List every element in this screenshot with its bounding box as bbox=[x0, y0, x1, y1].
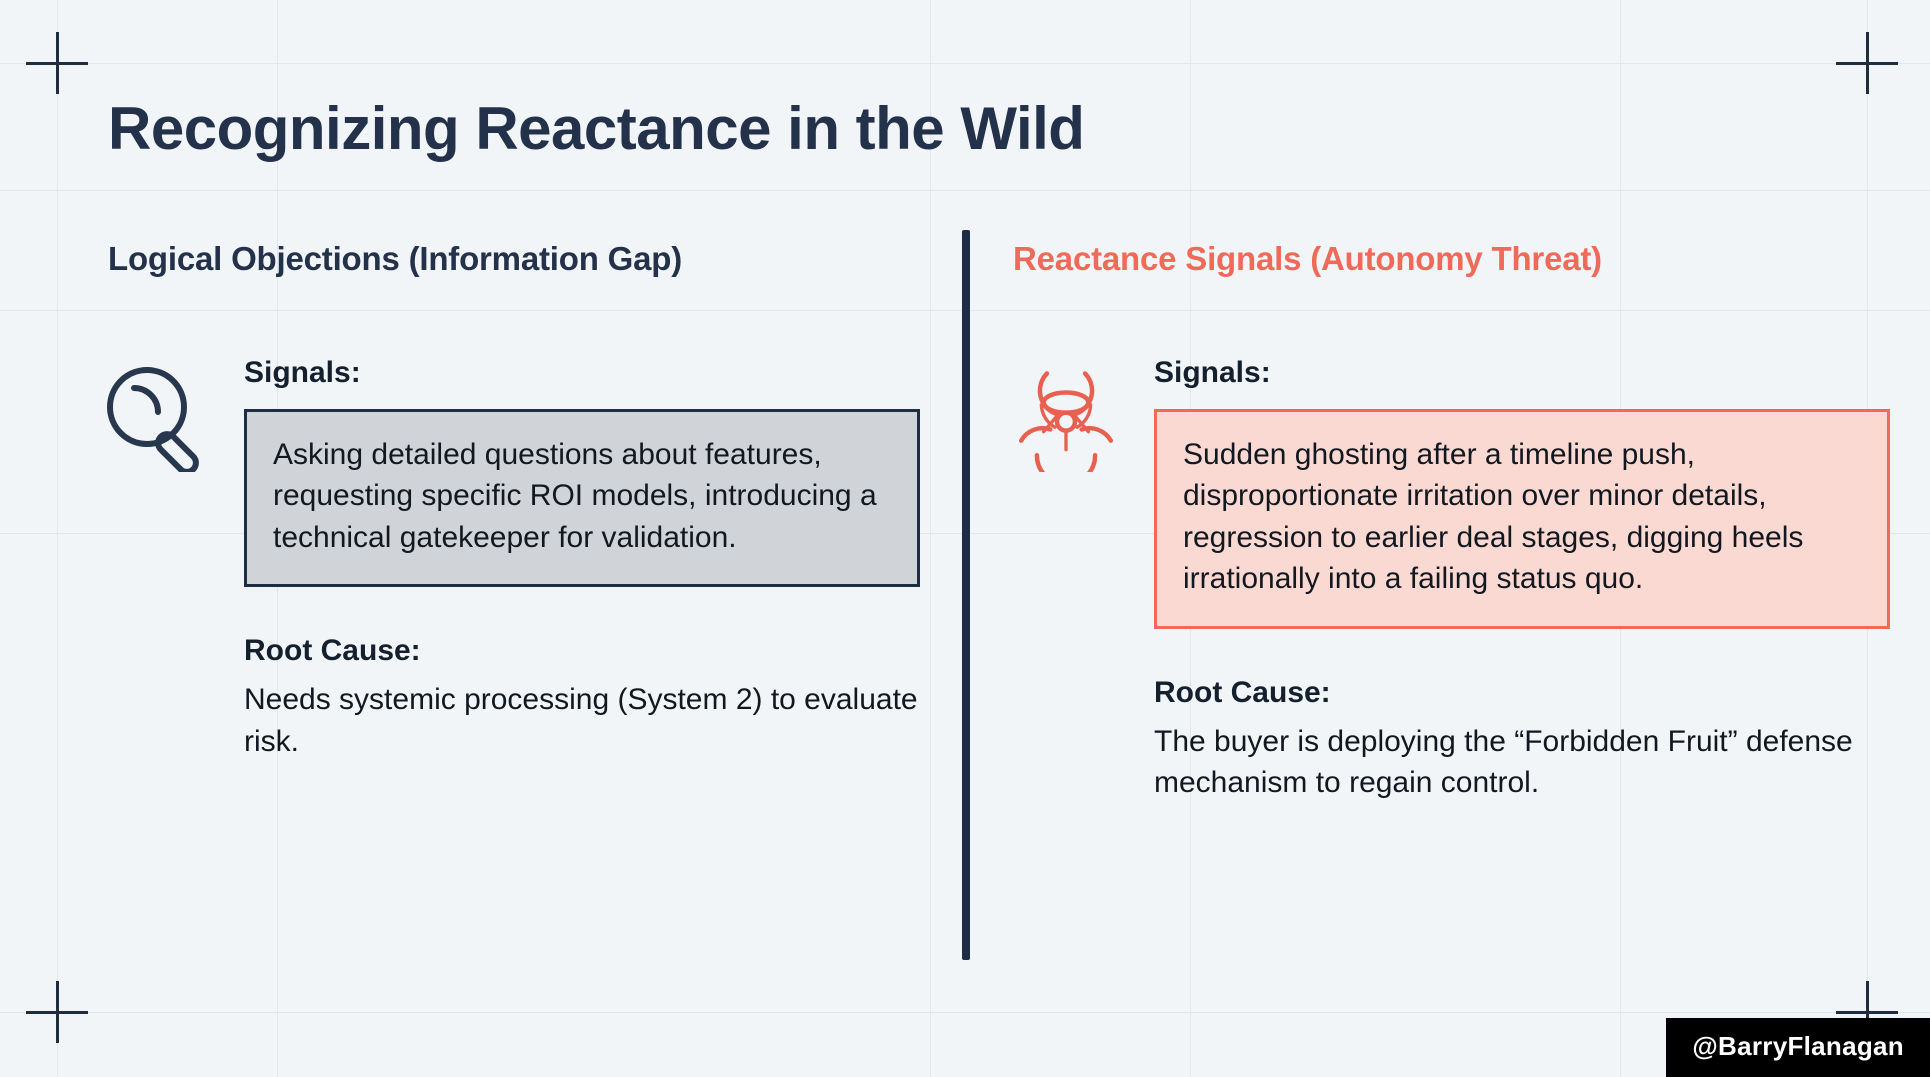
root-cause-block-left: Root Cause: Needs systemic processing (S… bbox=[244, 633, 920, 762]
signals-label-right: Signals: bbox=[1154, 356, 1271, 389]
gridline-vertical bbox=[57, 0, 58, 1077]
column-header-logical-objections: Logical Objections (Information Gap) bbox=[108, 240, 682, 277]
root-cause-text-left: Needs systemic processing (System 2) to … bbox=[244, 683, 918, 758]
root-cause-text-right: The buyer is deploying the “Forbidden Fr… bbox=[1154, 724, 1853, 799]
biohazard-icon bbox=[1010, 355, 1128, 803]
root-cause-label-left: Root Cause: bbox=[244, 634, 421, 668]
crosshair-top-left-icon bbox=[26, 32, 88, 94]
page-title: Recognizing Reactance in the Wild bbox=[108, 95, 1085, 162]
column-reactance-signals: Signals: Sudden ghosting after a timelin… bbox=[1010, 355, 1890, 803]
column-divider bbox=[962, 230, 970, 960]
crosshair-bottom-right-icon bbox=[1836, 981, 1898, 1043]
root-cause-label-right: Root Cause: bbox=[1154, 675, 1331, 709]
gridline-horizontal bbox=[0, 1012, 1930, 1013]
crosshair-bottom-left-icon bbox=[26, 981, 88, 1043]
signals-callout-right: Sudden ghosting after a timeline push, d… bbox=[1154, 409, 1890, 629]
watermark-handle: @BarryFlanagan bbox=[1666, 1018, 1930, 1077]
gridline-horizontal bbox=[0, 190, 1930, 191]
column-logical-objections: Signals: Asking detailed questions about… bbox=[100, 355, 920, 762]
signals-label-left: Signals: bbox=[244, 356, 361, 389]
gridline-horizontal bbox=[0, 63, 1930, 64]
column-header-reactance-signals: Reactance Signals (Autonomy Threat) bbox=[1013, 240, 1602, 277]
crosshair-top-right-icon bbox=[1836, 32, 1898, 94]
signals-callout-left: Asking detailed questions about features… bbox=[244, 409, 920, 588]
magnifying-glass-icon bbox=[100, 355, 218, 762]
root-cause-block-right: Root Cause: The buyer is deploying the “… bbox=[1154, 675, 1890, 804]
right-column-body: Signals: Sudden ghosting after a timelin… bbox=[1154, 355, 1890, 803]
left-column-body: Signals: Asking detailed questions about… bbox=[244, 355, 920, 762]
